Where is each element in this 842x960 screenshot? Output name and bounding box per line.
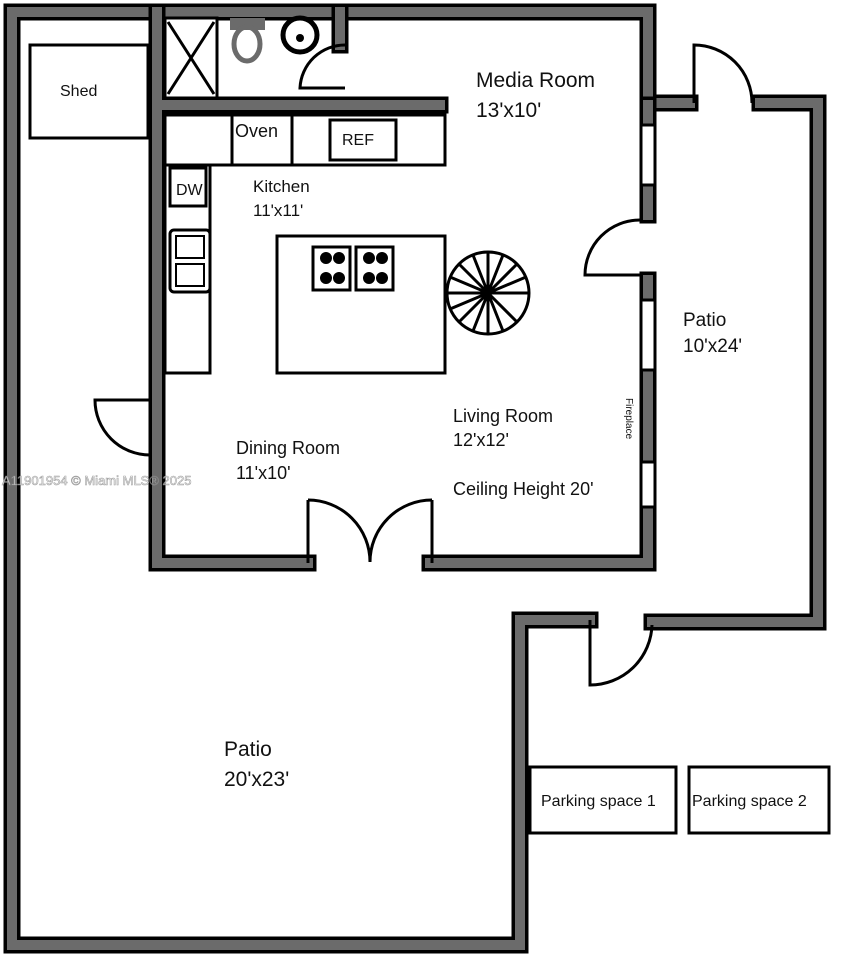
watermark: A11901954 © Miami MLS® 2025 — [2, 473, 191, 488]
oven-label: Oven — [235, 121, 278, 141]
dishwasher — [168, 166, 208, 208]
dining-room-size: 11'x10' — [236, 463, 291, 483]
fireplace-label: Fireplace — [623, 398, 634, 440]
parking-space-1 — [528, 765, 678, 835]
parking-space-2 — [687, 765, 831, 835]
main-patio-size: 20'x23' — [224, 768, 289, 791]
media-room-size: 13'x10' — [476, 99, 541, 122]
kitchen-island — [275, 234, 447, 375]
parking-space-1-label: Parking space 1 — [541, 793, 656, 810]
dw-label: DW — [176, 182, 204, 199]
shed — [28, 43, 150, 140]
side-patio-size: 10'x24' — [683, 336, 742, 357]
labels: Shed Oven REF DW Media Room 13'x10' Kitc… — [2, 69, 807, 810]
spiral-staircase-icon — [445, 250, 531, 336]
refrigerator — [328, 118, 398, 162]
shed-label: Shed — [60, 83, 97, 100]
cooktop-icon — [311, 245, 395, 292]
dining-room-name: Dining Room — [236, 438, 340, 458]
toilet-icon — [231, 24, 263, 64]
window — [639, 123, 657, 187]
ceiling-height: Ceiling Height 20' — [453, 479, 594, 499]
kitchen-name: Kitchen — [253, 177, 310, 196]
doors — [93, 43, 754, 687]
sink-icon — [280, 15, 320, 55]
living-room-size: 12'x12' — [453, 430, 509, 450]
walls — [3, 3, 827, 954]
main-patio-name: Patio — [224, 738, 272, 761]
living-room-name: Living Room — [453, 406, 553, 426]
window — [639, 460, 657, 509]
kitchen-sink-icon — [168, 228, 212, 294]
ref-label: REF — [342, 132, 374, 149]
parking-space-2-label: Parking space 2 — [692, 793, 807, 810]
toilet-tank — [230, 18, 265, 30]
side-patio-name: Patio — [683, 310, 726, 331]
counter — [163, 113, 447, 167]
window — [639, 298, 657, 372]
media-room-name: Media Room — [476, 69, 595, 92]
kitchen-size: 11'x11' — [253, 201, 303, 220]
fixtures — [28, 15, 831, 835]
